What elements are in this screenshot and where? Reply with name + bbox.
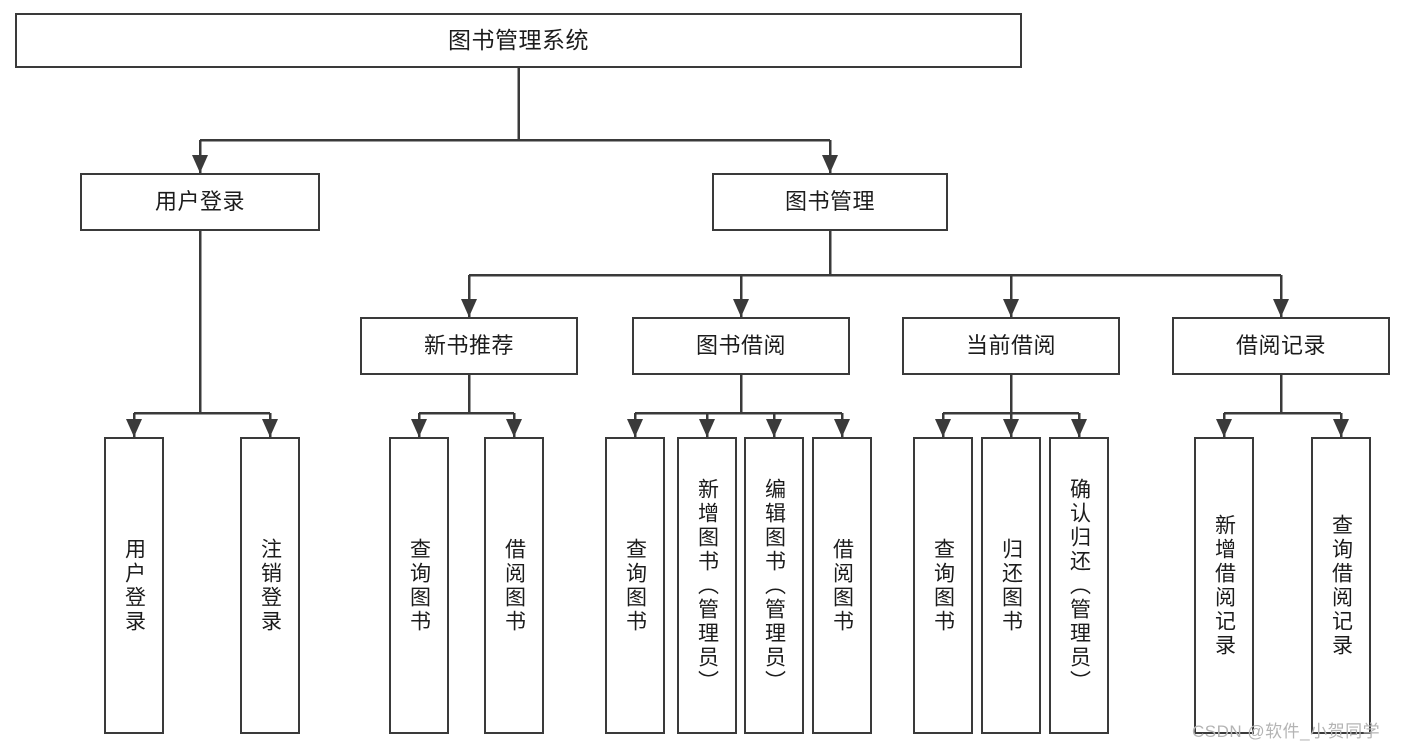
node-label: 新书推荐: [423, 332, 514, 358]
arrowhead-icon: [834, 419, 850, 437]
arrowhead-icon: [627, 419, 643, 437]
node-label: 归还图书: [999, 537, 1023, 634]
arrowhead-icon: [935, 419, 951, 437]
node-l_nb_borrow[interactable]: 借阅图书: [484, 437, 544, 734]
node-label: 借阅图书: [830, 537, 854, 634]
node-label: 当前借阅: [965, 332, 1056, 358]
node-l_cu_query[interactable]: 查询图书: [913, 437, 973, 734]
arrowhead-icon: [822, 155, 838, 173]
node-l_logout[interactable]: 注销登录: [240, 437, 300, 734]
node-label: 确认归还（管理员）: [1067, 477, 1091, 694]
node-l_cu_confirm[interactable]: 确认归还（管理员）: [1049, 437, 1109, 734]
node-label: 查询图书: [407, 537, 431, 634]
node-bookmgmt[interactable]: 图书管理: [712, 173, 948, 231]
node-label: 图书管理: [784, 188, 875, 214]
node-label: 编辑图书（管理员）: [762, 477, 786, 694]
node-label: 查询图书: [931, 537, 955, 634]
arrowhead-icon: [262, 419, 278, 437]
node-l_cu_return[interactable]: 归还图书: [981, 437, 1041, 734]
arrowhead-icon: [1003, 299, 1019, 317]
arrowhead-icon: [1216, 419, 1232, 437]
node-label: 借阅图书: [502, 537, 526, 634]
arrowhead-icon: [192, 155, 208, 173]
node-l_nb_query[interactable]: 查询图书: [389, 437, 449, 734]
node-borrow[interactable]: 图书借阅: [632, 317, 850, 375]
node-l_bk_borrow[interactable]: 借阅图书: [812, 437, 872, 734]
node-current[interactable]: 当前借阅: [902, 317, 1120, 375]
node-root[interactable]: 图书管理系统: [15, 13, 1022, 68]
arrowhead-icon: [461, 299, 477, 317]
node-label: 图书借阅: [695, 332, 786, 358]
node-label: 新增借阅记录: [1212, 513, 1236, 658]
node-l_rc_add[interactable]: 新增借阅记录: [1194, 437, 1254, 734]
node-l_userlogin[interactable]: 用户登录: [104, 437, 164, 734]
node-l_bk_add[interactable]: 新增图书（管理员）: [677, 437, 737, 734]
node-label: 查询图书: [623, 537, 647, 634]
arrowhead-icon: [506, 419, 522, 437]
node-newbook[interactable]: 新书推荐: [360, 317, 578, 375]
node-l_bk_edit[interactable]: 编辑图书（管理员）: [744, 437, 804, 734]
arrowhead-icon: [1273, 299, 1289, 317]
node-label: 借阅记录: [1235, 332, 1326, 358]
arrowhead-icon: [733, 299, 749, 317]
node-l_rc_query[interactable]: 查询借阅记录: [1311, 437, 1371, 734]
node-login[interactable]: 用户登录: [80, 173, 320, 231]
arrowhead-icon: [126, 419, 142, 437]
arrowhead-icon: [1071, 419, 1087, 437]
node-label: 图书管理系统: [448, 26, 589, 53]
node-label: 查询借阅记录: [1329, 513, 1353, 658]
node-l_bk_query[interactable]: 查询图书: [605, 437, 665, 734]
arrowhead-icon: [1333, 419, 1349, 437]
node-records[interactable]: 借阅记录: [1172, 317, 1390, 375]
arrowhead-icon: [411, 419, 427, 437]
arrowhead-icon: [1003, 419, 1019, 437]
arrowhead-icon: [766, 419, 782, 437]
node-label: 用户登录: [122, 537, 146, 634]
node-label: 注销登录: [258, 537, 282, 634]
node-label: 用户登录: [154, 188, 245, 214]
node-label: 新增图书（管理员）: [695, 477, 719, 694]
watermark-label: CSDN @软件_小贺同学: [1192, 722, 1381, 741]
arrowhead-icon: [699, 419, 715, 437]
